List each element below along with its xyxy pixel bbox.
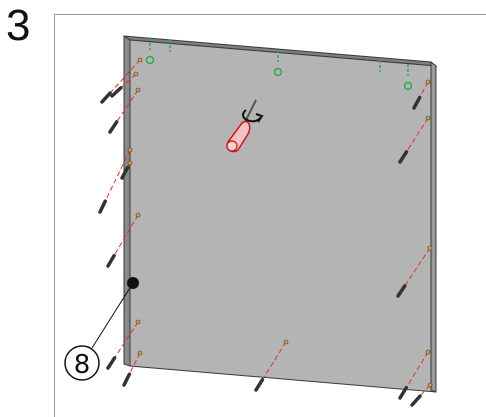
screw-hole — [425, 79, 431, 85]
screw-icon — [122, 372, 132, 387]
callout-circle — [64, 345, 100, 381]
screw-hole — [137, 350, 143, 356]
screw-icon — [106, 356, 117, 370]
screw-hole — [427, 382, 433, 388]
screw-icon — [108, 120, 119, 134]
screw-hole — [127, 147, 133, 153]
screwdriver-icon — [226, 99, 257, 153]
back-panel — [129, 39, 437, 393]
screw-icon — [254, 378, 265, 392]
screw-icon — [398, 150, 409, 164]
screw-hole — [425, 349, 431, 355]
screw-hole — [133, 71, 139, 77]
screw-icon — [100, 91, 112, 104]
screw-icon — [110, 86, 123, 98]
hinge-marker-icon — [403, 81, 413, 91]
callout-label: 8 — [74, 350, 91, 380]
step-number: 3 — [6, 1, 31, 50]
hinge-markers — [145, 38, 413, 91]
panel-left-edge — [123, 35, 131, 367]
screw-icon — [412, 95, 422, 110]
guide-line — [411, 384, 431, 406]
screw-group — [98, 57, 433, 407]
frame-top-border — [54, 14, 486, 15]
panel-right-edge — [430, 60, 437, 393]
hinge-marker-icon — [273, 67, 283, 77]
frame-left-border — [54, 14, 55, 417]
screw-hole — [137, 57, 143, 63]
guide-line — [101, 59, 141, 103]
guide-line — [255, 341, 287, 391]
guide-line — [107, 321, 139, 369]
screw-icon — [106, 253, 116, 268]
screw-icon — [120, 165, 130, 180]
screw-icon — [398, 385, 408, 400]
rotation-arrow-icon — [242, 109, 264, 123]
hinge-marker-icon — [145, 55, 155, 65]
callout-leader-line — [91, 282, 134, 349]
screw-hole — [135, 212, 141, 218]
screw-hole — [427, 245, 433, 251]
guide-line — [123, 352, 141, 386]
screw-icon — [98, 199, 107, 214]
screw-hole — [425, 115, 431, 121]
screw-hole — [283, 339, 289, 345]
screw-hole — [135, 319, 141, 325]
screw-icon — [396, 284, 407, 298]
screw-icon — [410, 394, 422, 407]
screw-hole — [127, 160, 133, 166]
screw-hole — [135, 87, 141, 93]
